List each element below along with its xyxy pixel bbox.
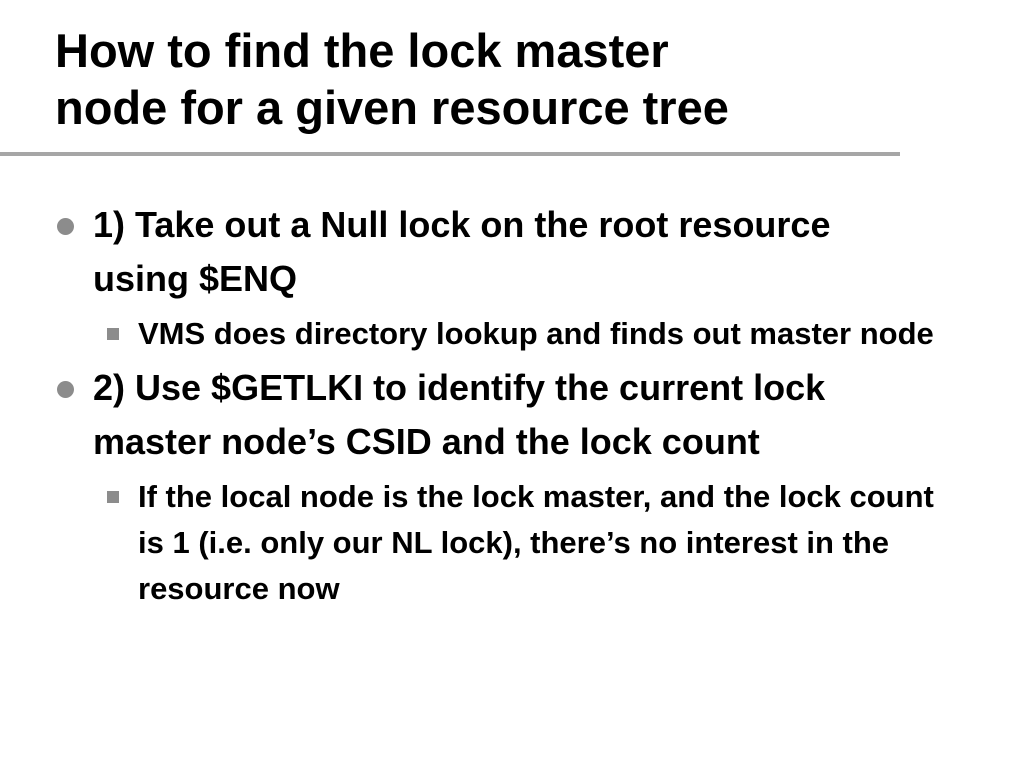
slide-title-line-1: How to find the lock master [55,24,669,77]
title-divider [0,152,900,156]
slide-title-line-2: node for a given resource tree [55,81,729,134]
sub-bullet-text: VMS does directory lookup and finds out … [138,316,934,351]
round-bullet-icon [57,381,74,398]
sub-bullet-item-1: VMS does directory lookup and finds out … [0,311,958,357]
bullet-text: 2) Use $GETLKI to identify the current l… [93,367,826,462]
sub-bullet-text: If the local node is the lock master, an… [138,479,934,606]
square-bullet-icon [107,491,119,503]
sub-bullet-item-2: If the local node is the lock master, an… [0,474,958,612]
bullet-item-2: 2) Use $GETLKI to identify the current l… [0,361,923,469]
square-bullet-icon [107,328,119,340]
bullet-item-1: 1) Take out a Null lock on the root reso… [0,198,923,306]
bullet-list: 1) Take out a Null lock on the root reso… [0,198,1024,612]
round-bullet-icon [57,218,74,235]
bullet-text: 1) Take out a Null lock on the root reso… [93,204,831,299]
slide-title: How to find the lock master node for a g… [55,22,935,136]
